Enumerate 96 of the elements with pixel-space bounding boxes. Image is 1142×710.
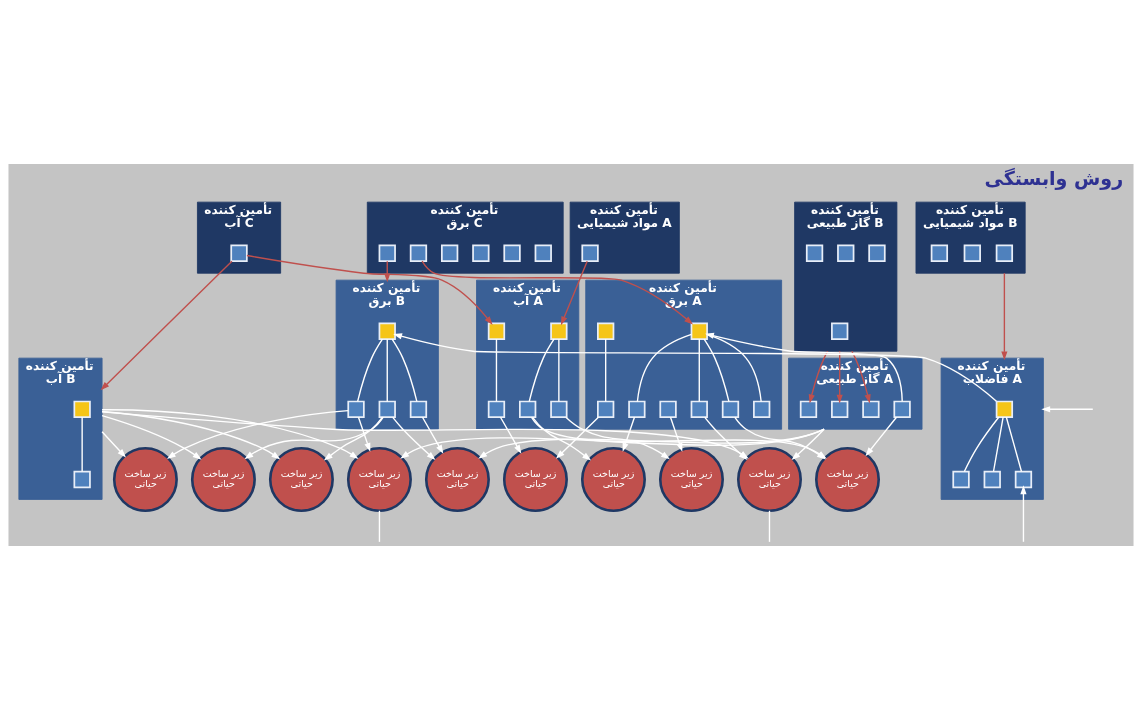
- connector: [604, 338, 607, 403]
- arrow: [565, 416, 670, 460]
- connector: [768, 510, 771, 543]
- node-box: [409, 400, 428, 418]
- node-box: [347, 400, 365, 418]
- cluster: تأمین کننده مواد شیمیایی A: [569, 201, 680, 274]
- cluster: تأمین کننده آب A: [476, 279, 580, 430]
- arrow: [392, 416, 436, 461]
- node-box: [550, 400, 568, 418]
- connector: [356, 338, 384, 403]
- arrow: [101, 414, 202, 460]
- node-box: [378, 400, 396, 418]
- node-box: [930, 244, 949, 262]
- arrow: [560, 260, 588, 326]
- node-box: [487, 400, 506, 418]
- node-box: [995, 400, 1014, 418]
- arrow: [101, 409, 359, 460]
- connector: [703, 338, 730, 403]
- arrow: [246, 254, 493, 326]
- arrow: [101, 410, 281, 460]
- node-box: [409, 244, 428, 262]
- node-box: [837, 244, 855, 262]
- arrow: [622, 416, 636, 452]
- connector: [963, 416, 1000, 473]
- node-box: [581, 244, 599, 262]
- node-box: [378, 322, 396, 340]
- arrow: [166, 410, 349, 460]
- node-box: [831, 322, 849, 340]
- connector: [81, 416, 83, 473]
- node-box: [487, 322, 506, 340]
- arrow: [421, 260, 693, 325]
- connector: [386, 338, 388, 403]
- arrow: [1020, 485, 1027, 543]
- arrow: [357, 416, 371, 452]
- connector: [1005, 416, 1023, 473]
- arrow: [499, 416, 522, 454]
- node-box: [472, 244, 490, 262]
- node-box: [831, 400, 849, 418]
- node-box: [753, 400, 771, 418]
- node-box: [378, 244, 396, 262]
- cluster: تأمین کننده برق A: [585, 279, 783, 430]
- cluster: تأمین کننده گاز طبیعی B: [794, 201, 898, 352]
- connector: [706, 333, 762, 403]
- arrow: [323, 416, 383, 461]
- connector: [698, 338, 700, 403]
- node-box: [659, 400, 677, 418]
- node-box: [534, 244, 552, 262]
- node-box: [868, 244, 886, 262]
- node-box: [597, 400, 615, 418]
- node-box: [963, 244, 981, 262]
- node-box: [628, 400, 646, 418]
- diagram-title: روش وابستگی: [984, 167, 1124, 190]
- arrow: [531, 416, 592, 461]
- arrow: [393, 333, 998, 402]
- arrow: [1041, 406, 1094, 413]
- arrow: [101, 431, 126, 458]
- arrow: [836, 350, 843, 404]
- node-box: [952, 470, 970, 489]
- node-box: [550, 322, 568, 340]
- node-box: [690, 322, 708, 340]
- connector: [558, 338, 560, 403]
- cluster: تأمین کننده آب C: [197, 201, 282, 274]
- node-box: [519, 400, 537, 418]
- arrow: [1001, 272, 1008, 361]
- node-box: [983, 470, 1001, 489]
- node-box: [862, 400, 880, 418]
- node-box: [799, 400, 818, 418]
- node-box: [690, 400, 708, 418]
- cluster: تأمین کننده مواد شیمیایی B: [915, 201, 1026, 274]
- arrow: [421, 416, 444, 454]
- connector: [495, 338, 498, 403]
- connector: [992, 416, 1004, 473]
- node-box: [441, 244, 459, 262]
- connector: [378, 510, 381, 543]
- arrow: [100, 260, 233, 391]
- arrow: [851, 350, 871, 404]
- connector: [636, 333, 693, 403]
- connector: [391, 338, 418, 403]
- node-box: [503, 244, 521, 262]
- cluster: تأمین کننده آب B: [18, 357, 103, 500]
- node-box: [597, 322, 615, 340]
- arrow: [705, 332, 903, 402]
- node-box: [995, 244, 1014, 262]
- node-box: [805, 244, 824, 262]
- node-box: [73, 400, 91, 418]
- node-box: [230, 244, 248, 262]
- arrow: [808, 350, 829, 404]
- arrow: [865, 416, 898, 457]
- node-box: [721, 400, 740, 418]
- arrow: [555, 416, 600, 459]
- node-box: [73, 470, 91, 489]
- arrow: [244, 416, 384, 460]
- cluster: تأمین کننده برق B: [335, 279, 439, 430]
- node-box: [1014, 470, 1033, 489]
- node-box: [893, 400, 911, 418]
- connector: [528, 338, 555, 403]
